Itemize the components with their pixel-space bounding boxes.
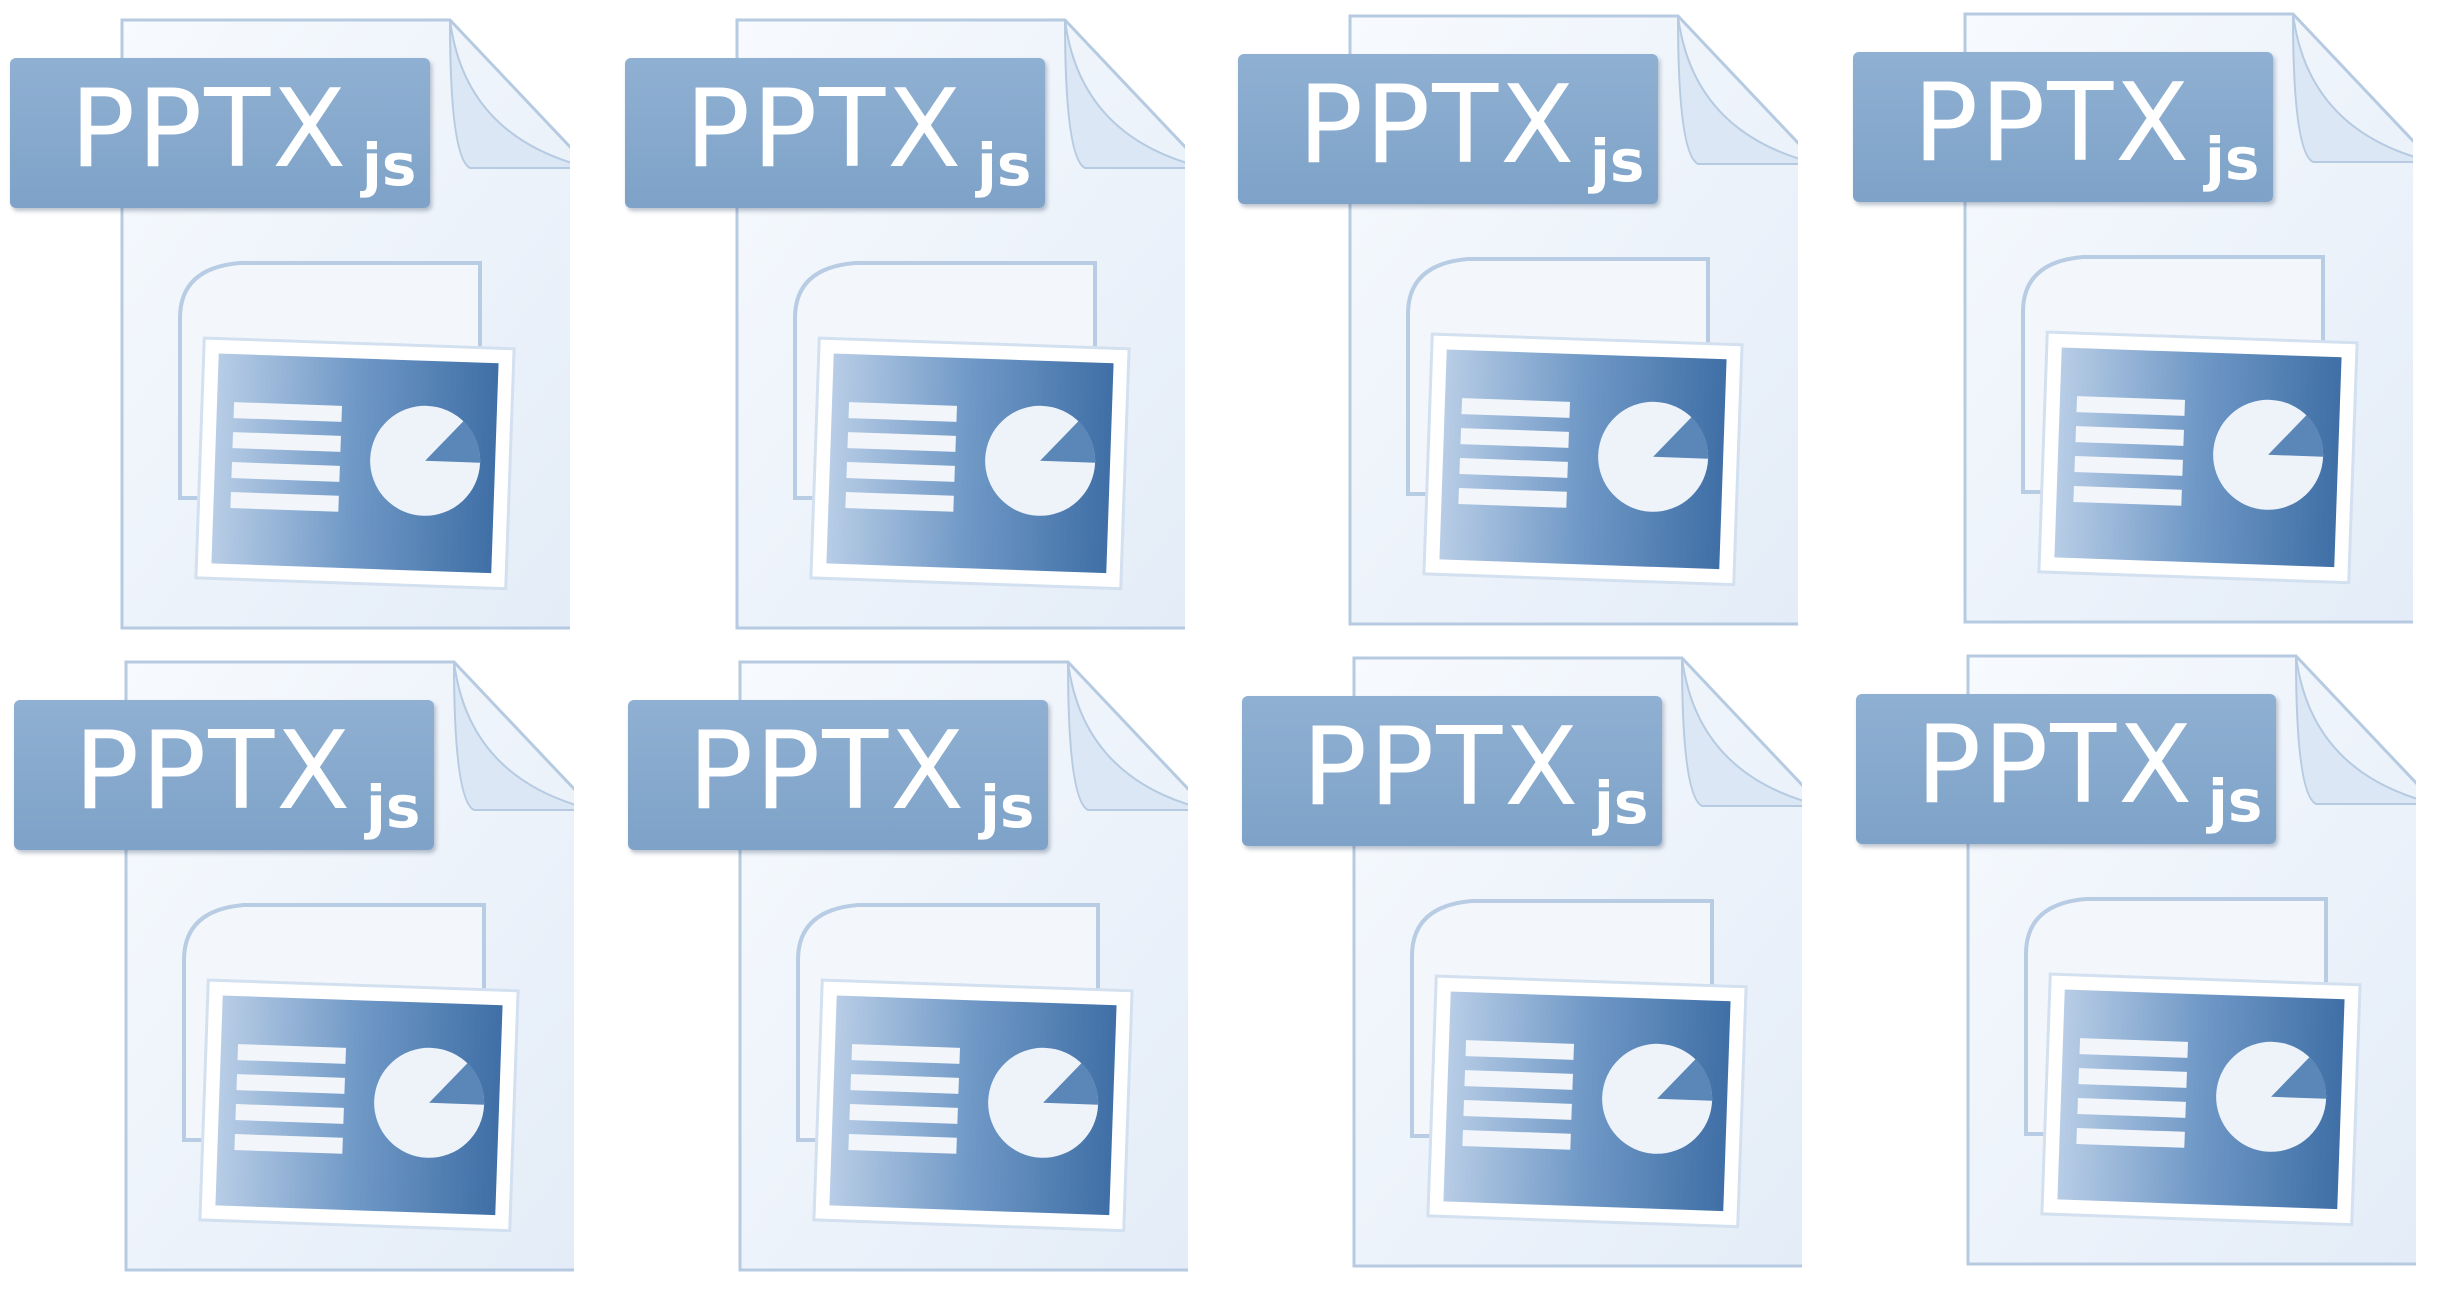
pptxjs-file-icon[interactable]: PPTX js <box>625 18 1185 638</box>
tag-main-text: PPTX <box>70 67 349 192</box>
file-type-tag: PPTX js <box>628 700 1048 850</box>
pptxjs-file-icon[interactable]: PPTX js <box>1853 12 2413 632</box>
presentation-file-icon <box>735 18 1185 630</box>
tag-sub-text: js <box>2205 125 2260 193</box>
tag-main-text: PPTX <box>1916 703 2195 828</box>
file-type-tag: PPTX js <box>1242 696 1662 846</box>
tag-sub-text: js <box>362 131 417 199</box>
tag-main-text: PPTX <box>688 709 967 834</box>
file-type-tag: PPTX js <box>1853 52 2273 202</box>
file-type-tag: PPTX js <box>1856 694 2276 844</box>
pptxjs-file-icon[interactable]: PPTX js <box>10 18 570 638</box>
tag-main-text: PPTX <box>74 709 353 834</box>
file-type-tag: PPTX js <box>14 700 434 850</box>
file-type-tag: PPTX js <box>625 58 1045 208</box>
presentation-file-icon <box>1966 654 2416 1266</box>
tag-main-text: PPTX <box>685 67 964 192</box>
file-type-tag: PPTX js <box>10 58 430 208</box>
pptxjs-file-icon[interactable]: PPTX js <box>1238 14 1798 634</box>
tag-sub-text: js <box>977 131 1032 199</box>
tag-sub-text: js <box>1594 769 1649 837</box>
file-type-tag: PPTX js <box>1238 54 1658 204</box>
tag-sub-text: js <box>1590 127 1645 195</box>
pptxjs-file-icon[interactable]: PPTX js <box>1856 654 2416 1274</box>
pptxjs-file-icon[interactable]: PPTX js <box>1242 656 1802 1276</box>
tag-main-text: PPTX <box>1298 63 1577 188</box>
tag-main-text: PPTX <box>1913 61 2192 186</box>
tag-sub-text: js <box>366 773 421 841</box>
pptxjs-file-icon[interactable]: PPTX js <box>14 660 574 1280</box>
tag-sub-text: js <box>980 773 1035 841</box>
tag-main-text: PPTX <box>1302 705 1581 830</box>
tag-sub-text: js <box>2208 767 2263 835</box>
pptxjs-file-icon[interactable]: PPTX js <box>628 660 1188 1280</box>
